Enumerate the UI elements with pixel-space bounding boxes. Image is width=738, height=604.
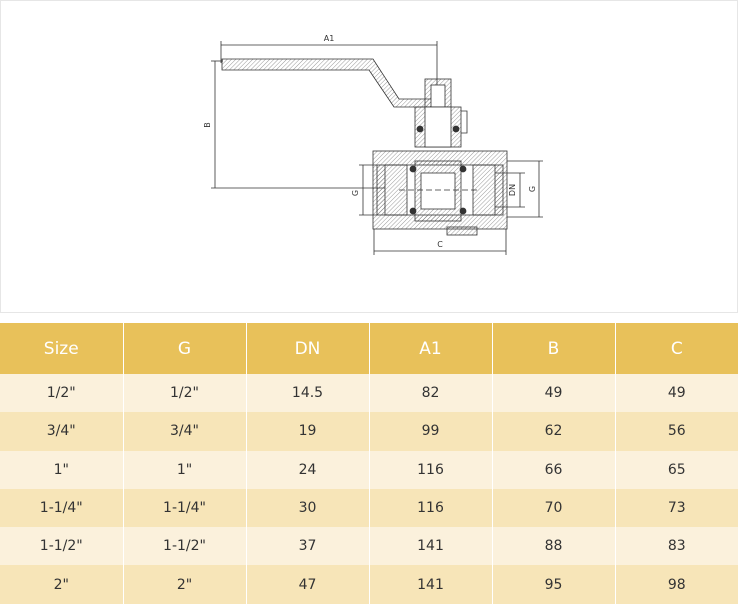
header-g: G [123,323,247,374]
cell-g: 3/4" [123,412,247,451]
cell-a1: 82 [369,374,493,413]
cell-b: 70 [492,488,616,528]
header-dn: DN [246,323,370,374]
cell-c: 49 [615,374,738,413]
cell-b: 49 [492,374,616,413]
cell-a1: 141 [369,527,493,566]
table-row: 1-1/2" 1-1/2" 37 141 88 83 [0,527,738,566]
cell-c: 56 [615,412,738,451]
cell-a1: 99 [369,412,493,451]
cell-b: 95 [492,565,616,604]
cell-g: 1-1/4" [123,488,247,528]
cell-g: 2" [123,565,247,604]
label-g-right: G [528,186,537,192]
label-a1: A1 [324,34,335,43]
cell-dn: 47 [246,565,370,604]
cell-size: 1-1/4" [0,488,124,528]
header-a1: A1 [369,323,493,374]
label-b: B [203,122,212,128]
cell-g: 1-1/2" [123,527,247,566]
header-c: C [615,323,738,374]
label-dn: DN [508,184,517,196]
handle-lever [221,58,442,108]
spec-table: Size G DN A1 B C 1/2" 1/2" 14.5 82 49 49… [0,323,738,604]
right-thread [472,164,504,216]
cell-dn: 24 [246,450,370,489]
header-b: B [492,323,616,374]
cell-dn: 19 [246,412,370,451]
cell-dn: 30 [246,488,370,528]
cell-b: 62 [492,412,616,451]
cell-c: 83 [615,527,738,566]
cell-c: 65 [615,450,738,489]
cell-size: 2" [0,565,124,604]
label-c: C [437,240,443,249]
table-row: 1-1/4" 1-1/4" 30 116 70 73 [0,488,738,528]
table-row: 3/4" 3/4" 19 99 62 56 [0,412,738,451]
cell-g: 1/2" [123,374,247,413]
cell-c: 98 [615,565,738,604]
cell-size: 3/4" [0,412,124,451]
table-row: 1/2" 1/2" 14.5 82 49 49 [0,374,738,413]
cell-a1: 116 [369,488,493,528]
cell-dn: 14.5 [246,374,370,413]
table-row: 1" 1" 24 116 66 65 [0,450,738,489]
cell-a1: 116 [369,450,493,489]
ball-valve-drawing: A1 B G DN G C [203,34,543,255]
table-header-row: Size G DN A1 B C [0,323,738,374]
cell-a1: 141 [369,565,493,604]
cell-dn: 37 [246,527,370,566]
technical-drawing-panel: A1 B G DN G C [0,0,738,313]
header-size: Size [0,323,124,374]
cell-b: 66 [492,450,616,489]
cell-size: 1-1/2" [0,527,124,566]
cell-g: 1" [123,450,247,489]
table-row: 2" 2" 47 141 95 98 [0,565,738,604]
cell-c: 73 [615,488,738,528]
cell-b: 88 [492,527,616,566]
label-g-left: G [351,190,360,196]
cell-size: 1" [0,450,124,489]
cell-size: 1/2" [0,374,124,413]
